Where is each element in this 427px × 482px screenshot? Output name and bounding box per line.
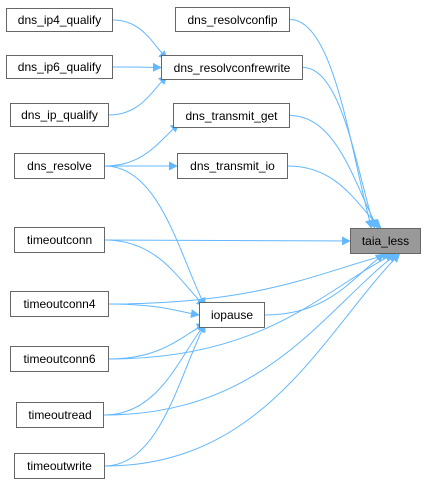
node-dns-transmit-get[interactable]: dns_transmit_get [173,103,290,128]
node-dns-ip-qualify[interactable]: dns_ip_qualify [10,103,109,127]
node-dns-ip4-qualify[interactable]: dns_ip4_qualify [6,8,113,32]
edge-timeoutconn-to-iopause [104,239,206,307]
edge-timeoutread-to-iopause [103,323,206,416]
node-label: taia_less [361,234,410,248]
node-label: timeoutconn6 [23,352,96,366]
node-timeoutconn[interactable]: timeoutconn [14,227,105,253]
node-dns-ip6-qualify[interactable]: dns_ip6_qualify [6,55,113,79]
edge-dns-ip6-qualify-to-dns-resolvconfrewrite [112,62,162,72]
edge-dns-resolve-to-dns-transmit-get [104,123,180,167]
node-iopause[interactable]: iopause [199,302,265,328]
edge-iopause-to-taia-less [264,253,385,316]
node-label: dns_transmit_get [185,108,278,123]
edge-timeoutread-to-taia-less [103,253,398,416]
edge-dns-resolvconfip-to-taia-less [289,19,374,229]
node-dns-resolvconfip[interactable]: dns_resolvconfip [175,7,290,32]
node-label: timeoutconn4 [23,297,96,311]
node-timeoutwrite[interactable]: timeoutwrite [14,453,105,479]
edge-timeoutwrite-to-iopause [104,323,206,467]
edge-dns-transmit-get-to-taia-less [289,115,379,229]
node-label: dns_resolvconfip [187,12,278,27]
node-label: dns_ip4_qualify [17,13,102,27]
edge-timeoutconn6-to-taia-less [108,253,395,360]
node-dns-resolvconfrewrite[interactable]: dns_resolvconfrewrite [161,55,303,80]
node-timeoutread[interactable]: timeoutread [16,402,104,428]
node-label: dns_transmit_io [190,159,275,173]
edge-timeoutconn4-to-iopause [108,303,200,319]
node-dns-transmit-io[interactable]: dns_transmit_io [177,153,288,179]
edge-dns-resolve-to-iopause [104,165,206,307]
node-dns-resolve[interactable]: dns_resolve [14,153,105,179]
edge-dns-resolvconfrewrite-to-taia-less [302,67,377,229]
edge-dns-ip-qualify-to-dns-resolvconfrewrite [108,75,168,116]
edge-timeoutconn-to-taia-less [104,236,351,246]
edge-dns-transmit-io-to-taia-less [287,165,382,229]
edge-timeoutconn6-to-iopause [108,323,206,360]
node-label: dns_ip6_qualify [17,60,102,74]
node-taia-less: taia_less [350,228,421,254]
edge-timeoutwrite-to-taia-less [104,253,401,467]
edge-dns-ip4-qualify-to-dns-resolvconfrewrite [112,19,168,60]
node-timeoutconn4[interactable]: timeoutconn4 [10,291,109,317]
edge-timeoutconn4-to-taia-less [108,251,392,305]
node-label: timeoutread [28,408,92,422]
node-label: dns_resolve [27,159,92,173]
node-label: dns_resolvconfrewrite [173,60,291,75]
node-label: timeoutconn [26,233,93,247]
node-label: timeoutwrite [27,459,92,473]
node-timeoutconn6[interactable]: timeoutconn6 [10,346,109,372]
node-label: dns_ip_qualify [21,108,98,122]
node-label: iopause [210,308,254,322]
